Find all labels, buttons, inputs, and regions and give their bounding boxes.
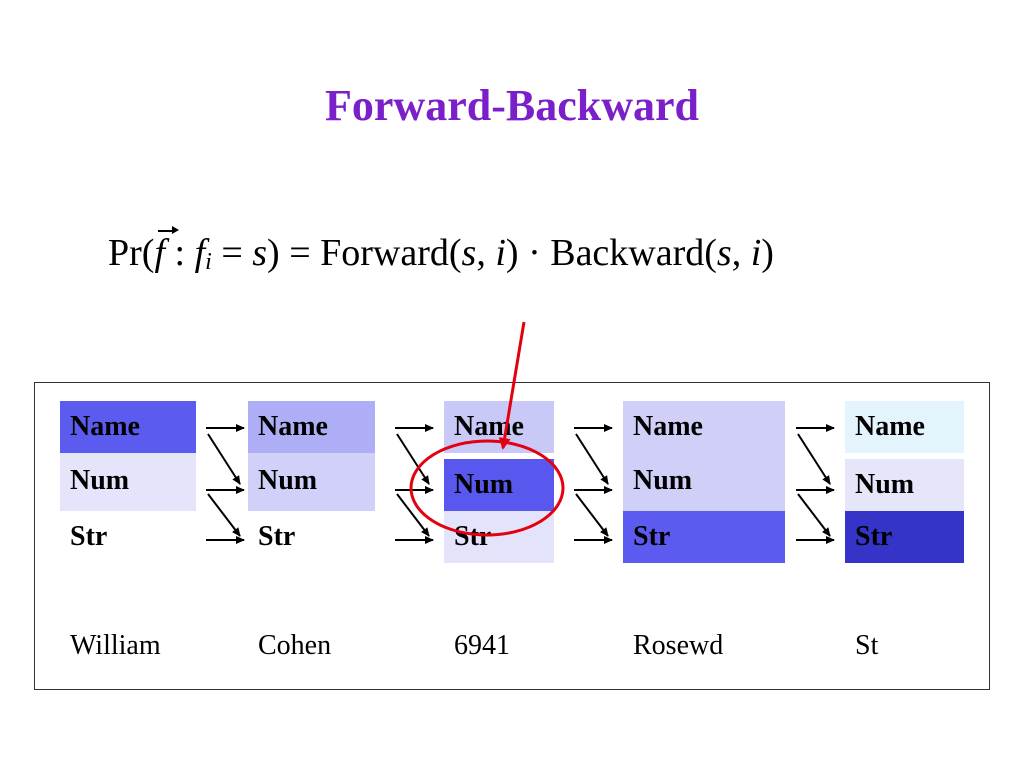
token-word-4: Rosewd bbox=[633, 630, 724, 661]
transition-arrow-diag-upper-1 bbox=[207, 433, 241, 485]
formula-dot: · bbox=[518, 232, 551, 274]
state-num-col-4: Num bbox=[623, 453, 785, 511]
state-str-col-3: Str bbox=[444, 511, 554, 563]
formula-s1: s bbox=[252, 232, 268, 274]
formula-comma2: , bbox=[731, 232, 751, 274]
state-str-col-2: Str bbox=[248, 511, 375, 563]
formula-subscript-i: i bbox=[205, 249, 212, 275]
transition-arrow-diag-lower-1 bbox=[207, 493, 241, 537]
formula-eq1: = bbox=[211, 232, 253, 274]
state-str-col-1: Str bbox=[60, 511, 196, 563]
token-word-3: 6941 bbox=[454, 630, 510, 661]
state-str-col-5: Str bbox=[845, 511, 964, 563]
formula-s3: s bbox=[716, 232, 732, 274]
transition-arrow-diag-lower-2 bbox=[396, 493, 430, 537]
formula-close1: ) bbox=[267, 232, 280, 274]
highlight-circle bbox=[409, 439, 565, 537]
state-str-col-4: Str bbox=[623, 511, 785, 563]
transition-arrow-diag-upper-3 bbox=[575, 433, 609, 485]
token-word-1: William bbox=[70, 630, 161, 661]
state-name-col-5: Name bbox=[845, 401, 964, 453]
formula-eq2: = bbox=[279, 232, 321, 274]
state-num-col-5: Num bbox=[845, 459, 964, 511]
token-word-5: St bbox=[855, 630, 879, 661]
formula-close3: ) bbox=[761, 232, 774, 274]
pointer-arrow bbox=[498, 321, 526, 450]
formula-i1: i bbox=[495, 232, 506, 274]
formula-s2: s bbox=[461, 232, 477, 274]
state-num-col-2: Num bbox=[248, 453, 375, 511]
formula-backward: Backward( bbox=[550, 232, 717, 274]
state-name-col-2: Name bbox=[248, 401, 375, 453]
formula-i2: i bbox=[750, 232, 762, 274]
formula-vector-f: f bbox=[154, 226, 179, 278]
page-title: Forward-Backward bbox=[325, 81, 699, 130]
formula-close2: ) bbox=[505, 232, 519, 274]
state-name-col-4: Name bbox=[623, 401, 785, 453]
formula-pr: Pr( bbox=[108, 232, 155, 274]
transition-arrow-diag-upper-2 bbox=[396, 433, 430, 485]
state-num-col-3: Num bbox=[444, 459, 554, 511]
token-word-2: Cohen bbox=[258, 630, 332, 661]
state-num-col-1: Num bbox=[60, 453, 196, 511]
formula-forward: Forward( bbox=[320, 232, 462, 274]
trellis-panel bbox=[34, 382, 990, 690]
transition-arrow-diag-upper-4 bbox=[797, 433, 831, 485]
formula-colon: : bbox=[165, 232, 195, 274]
transition-arrow-diag-lower-3 bbox=[575, 493, 609, 537]
forward-backward-formula: Pr(f : fi = s) = Forward(s, i) · Backwar… bbox=[108, 226, 774, 278]
transition-arrow-diag-lower-4 bbox=[797, 493, 831, 537]
formula-f: f bbox=[194, 232, 206, 274]
formula-comma1: , bbox=[476, 232, 496, 274]
state-name-col-1: Name bbox=[60, 401, 196, 453]
